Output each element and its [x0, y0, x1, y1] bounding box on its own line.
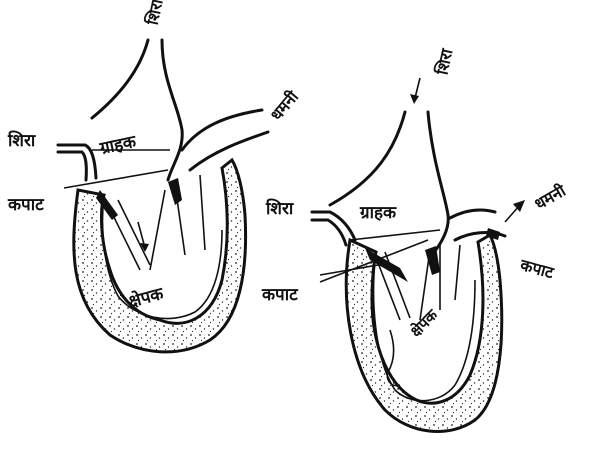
left-label-valve: कपाट [7, 195, 45, 215]
right-labels: शिरा शिरा धमनी ग्राहक कपाट कपाट क्षेपक [261, 46, 570, 340]
left-ventricle-wall [74, 160, 246, 352]
right-label-atrium: ग्राहक [359, 203, 397, 223]
left-artery [182, 110, 262, 150]
right-artery [450, 210, 495, 218]
left-label-vein-left: शिरा [7, 130, 36, 151]
left-label-atrium: ग्राहक [97, 132, 138, 159]
left-labels: शिरा शिरा धमनी ग्राहक कपाट क्षेपक [7, 0, 303, 312]
left-label-artery: धमनी [267, 87, 303, 125]
right-label-vein-left: शिरा [265, 198, 294, 219]
left-label-ventricle: क्षेपक [126, 283, 166, 313]
right-label-vein-top: शिरा [432, 46, 456, 77]
left-side-vein [58, 145, 96, 178]
right-label-artery: धमनी [531, 181, 569, 214]
left-heart [58, 40, 268, 352]
right-label-valve-right: कपाट [517, 255, 556, 283]
right-label-valve-left: कपाट [261, 285, 299, 305]
right-label-ventricle: क्षेपक [407, 305, 443, 341]
right-heart [312, 78, 525, 431]
right-top-vein [330, 112, 405, 205]
left-label-vein-top: शिरा [143, 0, 167, 27]
left-top-vein [92, 40, 148, 118]
